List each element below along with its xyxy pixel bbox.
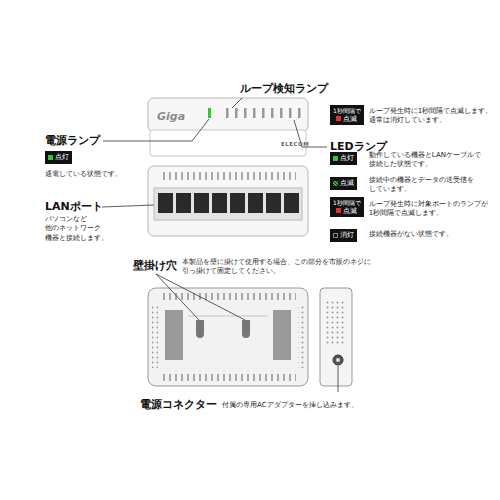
description: ループ発生時に対象ポートのランプが 1秒間隔で点滅します。 (369, 200, 496, 219)
part-heading: LANポート (45, 200, 103, 215)
description: ループ発生時に1秒間隔で点滅します。 通常は消灯しています。 (369, 107, 496, 126)
switch-front-view (148, 166, 308, 236)
badge-text: 点滅 (340, 179, 354, 187)
badge-interval: 1秒間隔で (333, 107, 361, 115)
lamp-status-badge: 点灯 (45, 151, 72, 164)
badge-row: 点滅 (336, 207, 357, 215)
description: 本製品を壁に掛けて使用する場合、この部分を市販のネジに 引っ掛けて固定してくださ… (182, 258, 382, 277)
badge-row: 点灯 (333, 154, 354, 162)
part-heading: 電源ランプ (45, 134, 100, 149)
lamp-swatch (333, 181, 338, 186)
description: 付属の専用ACアダプターを挿し込みます。 (222, 401, 422, 410)
badge-interval: 1秒間隔で (333, 199, 361, 207)
lamp-swatch (333, 156, 338, 161)
badge-text: 消灯 (340, 231, 354, 239)
badge-row: 点滅 (333, 179, 354, 187)
lamp-swatch (336, 116, 341, 121)
lamp-swatch (333, 233, 338, 238)
description: 動作している機器とLANケーブルで 接続した状態です。 (369, 151, 496, 170)
lamp-status-badge: 1秒間隔で点滅 (330, 105, 364, 125)
part-heading: 壁掛け穴 (133, 259, 177, 274)
lamp-status-badge: 点滅 (330, 177, 357, 190)
part-heading: ループ検知ランプ (240, 82, 328, 97)
part-heading: 電源コネクター (140, 398, 217, 413)
switch-top-view (148, 98, 308, 156)
description: 接続機器がない状態です。 (369, 230, 496, 239)
switch-side-view (320, 288, 352, 386)
description: 通電している状態です。 (45, 170, 145, 179)
lamp-swatch (48, 155, 53, 160)
badge-row: 点灯 (48, 153, 69, 161)
description: 接続中の機器とデータの送受信を しています。 (369, 176, 496, 195)
switch-bottom-view (148, 288, 308, 386)
description: パソコンなど 他のネットワーク 機器と接続します。 (45, 215, 125, 243)
maker-logo: ELECOM (281, 141, 309, 148)
lamp-swatch (336, 208, 341, 213)
badge-text: 点滅 (343, 115, 357, 123)
badge-text: 点滅 (343, 207, 357, 215)
leader-lines (102, 98, 338, 392)
badge-text: 点灯 (340, 154, 354, 162)
badge-text: 点灯 (55, 153, 69, 161)
lamp-status-badge: 1秒間隔で点滅 (330, 197, 364, 217)
badge-row: 消灯 (333, 231, 354, 239)
badge-row: 点滅 (336, 115, 357, 123)
lamp-status-badge: 消灯 (330, 229, 357, 242)
brand-logo: Giga (157, 110, 185, 125)
lamp-status-badge: 点灯 (330, 152, 357, 165)
